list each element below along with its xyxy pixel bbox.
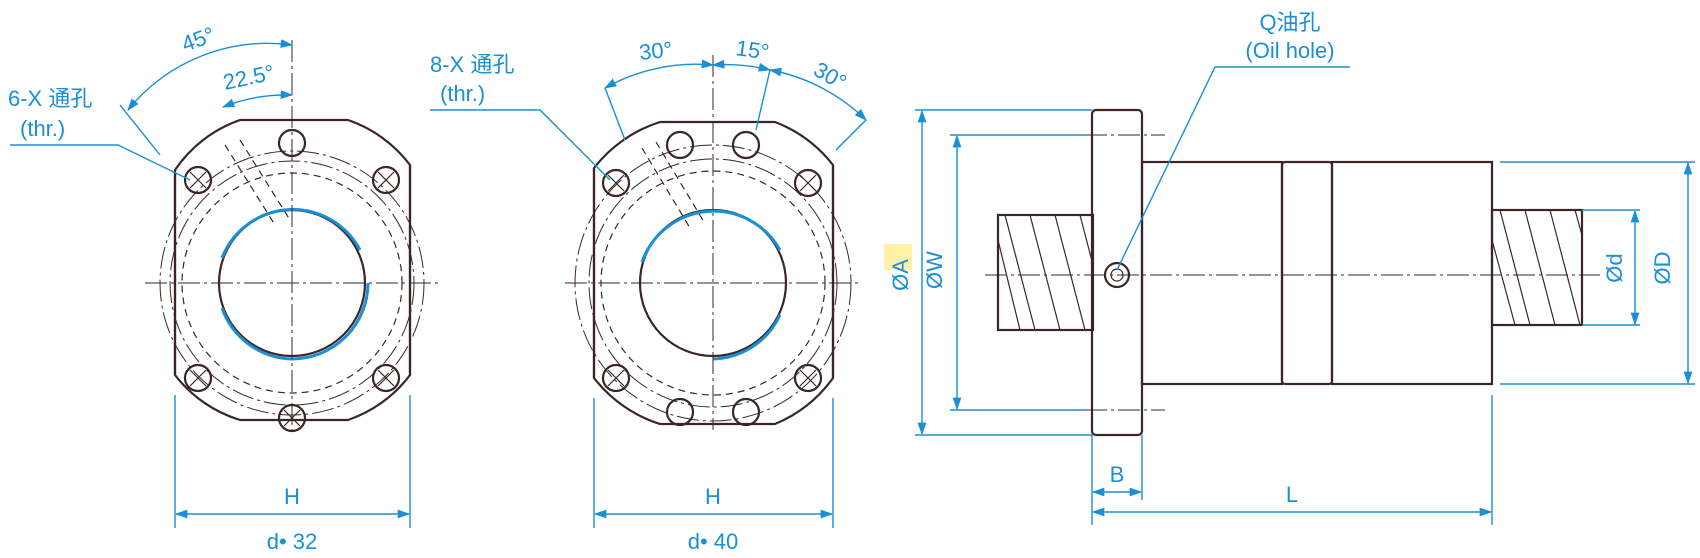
angle-30a-dim [603, 59, 715, 89]
holes-label: 8-X 通孔 [430, 52, 514, 77]
oil-hole-leader [1116, 66, 1350, 271]
dia-d-label: Ød [1602, 253, 1627, 282]
nut-body [1140, 160, 1284, 386]
bolt-holes [601, 130, 823, 427]
flange [1090, 108, 1144, 437]
dia-W-label: ØW [922, 251, 947, 289]
front-view-d40: 30° 15° 30° 8-X 通孔 (thr.) H d• 40 [430, 35, 867, 554]
oil-hole-en-label: (Oil hole) [1245, 38, 1334, 63]
length-L-label: L [1286, 482, 1298, 507]
dia-D-label: ØD [1650, 252, 1675, 285]
angle-15-dim [711, 59, 772, 72]
bore-highlight-arc [220, 208, 370, 361]
width-H-label: H [284, 484, 300, 509]
dia-A-highlight [884, 244, 912, 270]
angle-15-label: 15° [734, 35, 770, 64]
nut-body-right [1330, 160, 1494, 386]
dia-A-label: ØA [888, 259, 913, 291]
holes-thr-label: (thr.) [20, 116, 65, 141]
holes-label: 6-X 通孔 [8, 86, 92, 111]
flange-B-label: B [1110, 462, 1125, 487]
oil-hole [1103, 261, 1131, 289]
width-H-label: H [705, 484, 721, 509]
angle-45-label: 45° [178, 22, 218, 57]
holes-leader [10, 144, 191, 181]
oil-hole-label: Q油孔 [1259, 10, 1320, 35]
caption-d40: d• 40 [688, 529, 739, 554]
side-view: Q油孔 (Oil hole) ØA ØW Ød ØD B L [884, 10, 1695, 525]
angle-45-dim [127, 39, 294, 111]
bore-highlight-arc [640, 209, 782, 361]
angle-30b-dim [768, 67, 867, 121]
nut-ring [1280, 160, 1334, 386]
bolt-holes [183, 128, 401, 433]
screw-shaft-right [1490, 208, 1584, 327]
angle-22-5-label: 22.5° [221, 60, 277, 95]
angle-30b-label: 30° [810, 57, 851, 95]
holes-leader [430, 109, 611, 181]
front-view-d32: 45° 22.5° 6-X 通孔 (thr.) H d• 32 [8, 22, 440, 554]
angle-22-5-dim [221, 90, 294, 108]
angle-30a-label: 30° [638, 37, 674, 65]
holes-thr-label: (thr.) [440, 81, 485, 106]
caption-d32: d• 32 [267, 529, 318, 554]
